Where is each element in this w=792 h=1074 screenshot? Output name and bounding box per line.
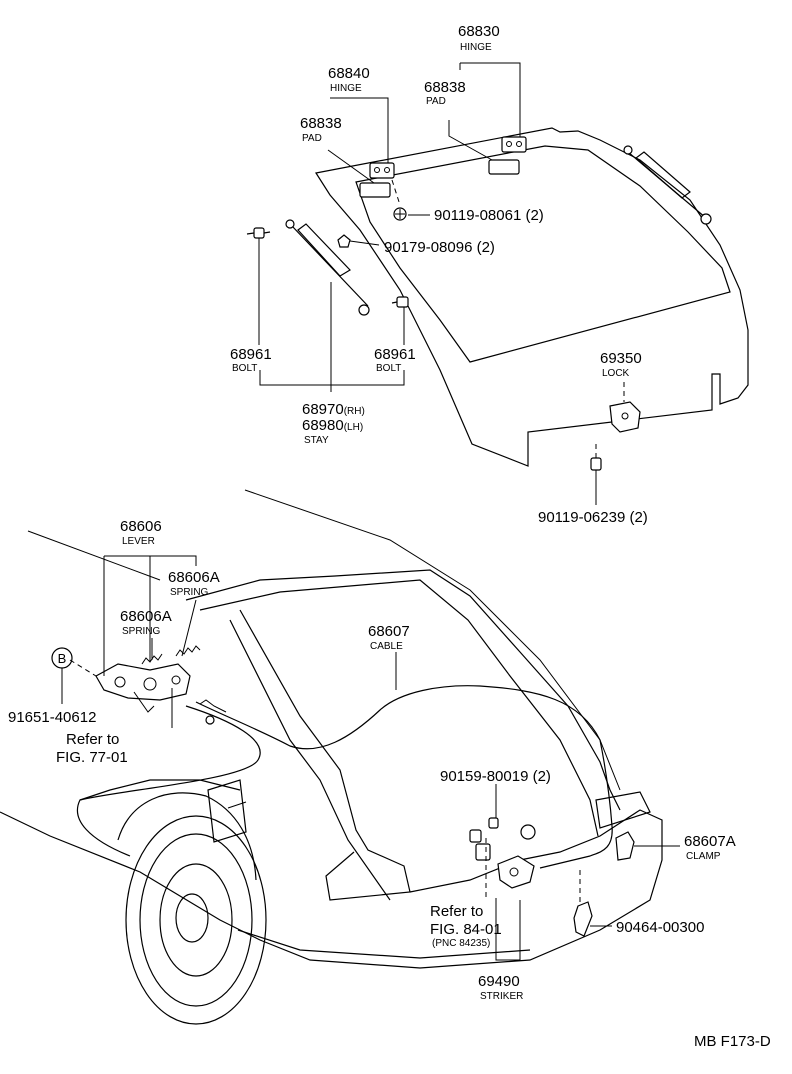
ref-84-line2: FIG. 84-01 [430,921,502,938]
back-door-assembly [315,127,749,467]
ref-77-line1: Refer to [66,731,119,748]
hinge-left [369,162,395,179]
stay-right-part [623,145,712,225]
striker-pn: 69490 [478,973,520,990]
striker-name: STRIKER [480,991,523,1002]
figure-code: MB F173-D [694,1033,771,1050]
screw-striker-pn: 90159-80019 (2) [440,768,551,785]
nut-part [337,234,351,248]
clip-pn: 90464-00300 [616,919,704,936]
fuel-lid [207,779,247,843]
fuel-cable-part [76,705,261,857]
spring-a-name: SPRING [170,587,209,598]
clamp-name: CLAMP [686,851,721,862]
pad-right-pn: 68838 [424,79,466,96]
hinge-right-name: HINGE [460,42,492,53]
rear-wheel [117,792,267,1025]
bolt-left-pn: 68961 [230,346,272,363]
bolt-right-name: BOLT [376,363,401,374]
pad-left-name: PAD [302,133,322,144]
spring-b-pn: 68606A [120,608,172,625]
upper-leader-lines [258,62,625,505]
hinge-left-name: HINGE [330,83,362,94]
pad-right-name: PAD [426,96,446,107]
lock-part [609,401,641,433]
hinge-right [501,136,527,153]
clamp-pn: 68607A [684,833,736,850]
screw-lock-pn: 90119-06239 (2) [538,509,648,526]
hinge-right-pn: 68830 [458,23,500,40]
clamp-part [615,831,635,861]
back-door-glass [355,145,731,363]
cable-name: CABLE [370,641,403,652]
cable-part [195,685,613,869]
lower-labels: 68606 LEVER 68606A SPRING 68606A SPRING … [8,518,736,1002]
ref-84-line1: Refer to [430,903,483,920]
screw-striker-part [469,817,536,861]
hinge-left-pn: 68840 [328,65,370,82]
lock-name: LOCK [602,368,630,379]
cable-pn: 68607 [368,623,410,640]
pad-left [359,182,391,198]
upper-labels: 68830 HINGE 68838 PAD 68840 HINGE 68838 … [230,23,648,526]
bolt-left-name: BOLT [232,363,257,374]
striker-part [497,855,535,889]
spring-b-name: SPRING [122,626,161,637]
marker-letter: B [58,651,67,666]
clip-part [573,901,593,937]
reference-marker-b: B [51,647,73,669]
screw-hinge-pn: 90119-08061 (2) [434,207,544,224]
ref-77-line2: FIG. 77-01 [56,749,128,766]
stay-left-part [285,219,370,316]
lower-leader-lines [61,555,680,961]
screw-hinge-part [393,207,407,221]
cable-end-part [199,699,227,725]
bolt-left-part [246,227,271,239]
bolt-right-pn: 68961 [374,346,416,363]
spring-a-part [175,645,201,657]
stay-lh-pn: 68980(LH) [302,417,363,434]
spring-a-pn: 68606A [168,569,220,586]
nut-pn: 90179-08096 (2) [384,239,495,256]
lock-pn: 69350 [600,350,642,367]
stay-rh-pn: 68970(RH) [302,401,365,418]
vehicle-body [0,489,663,969]
back-door-panel [315,127,749,467]
lever-part [95,663,191,713]
pad-right [488,159,520,175]
pad-left-pn: 68838 [300,115,342,132]
lever-name: LEVER [122,536,155,547]
stay-name: STAY [304,435,329,446]
ref-84-line3: (PNC 84235) [432,938,490,949]
lever-pn: 68606 [120,518,162,535]
bolt-right-part [391,296,409,308]
screw-lock-part [590,457,602,471]
screw-lever-pn: 91651-40612 [8,709,96,726]
